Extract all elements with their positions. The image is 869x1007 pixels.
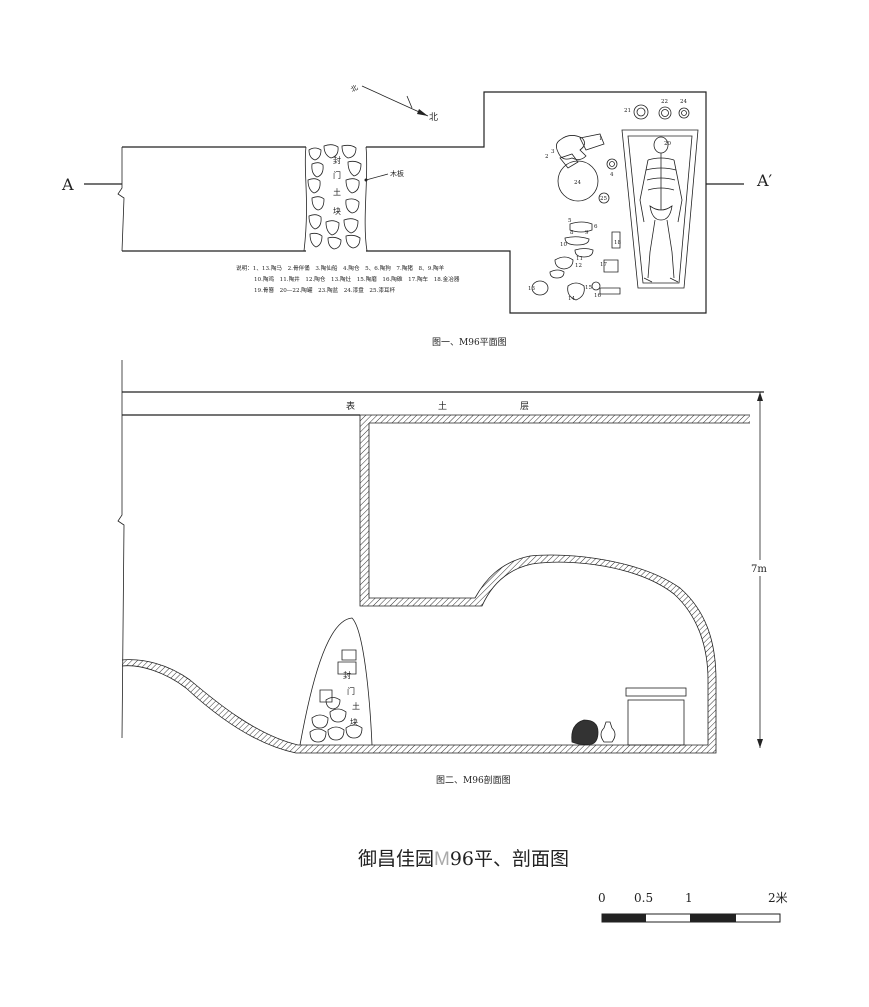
object-number-11: 11 <box>576 256 583 262</box>
section-left-edge <box>117 360 125 739</box>
depth-indicator: 7m <box>748 392 774 748</box>
seal-char-4: 块 <box>333 206 341 216</box>
passage-break <box>117 147 125 252</box>
section-label-a-prime: A′ <box>756 171 773 190</box>
seal-char-2: 门 <box>333 170 341 180</box>
skeleton <box>639 136 683 283</box>
section-seal-char-3: 土 <box>352 701 360 711</box>
title-m: M <box>434 849 450 870</box>
object-number-21: 22 <box>661 99 668 105</box>
object-number-25: 25 <box>600 196 607 202</box>
legend-line-2: 10.陶鸡 11.陶井 12.陶仓 13.陶灶 15.陶磨 16.陶碓 17.陶… <box>254 275 460 283</box>
section-label-a: A <box>61 175 74 194</box>
object-number-10: 10 <box>560 242 567 248</box>
passage-outline <box>122 91 707 314</box>
object-number-14: 14 <box>568 296 575 302</box>
object-number-13: 13 <box>528 286 535 292</box>
scale-bar: 0 0.5 1 2米 <box>598 891 788 923</box>
seal-wall-plan: 封 门 土 块 木板 <box>303 144 404 252</box>
topsoil-char-3: 层 <box>520 401 529 412</box>
seal-char-1: 封 <box>333 155 341 165</box>
tomb-section-outline <box>121 414 750 754</box>
legend-line-1: 说明：1、13.陶马 2.骨伴俑 3.陶仙船 4.陶仓 5、6.陶狗 7.陶猪 … <box>236 264 445 272</box>
tomb-section-hatch <box>122 415 750 753</box>
object-number-19: 20 <box>664 141 671 147</box>
object-number-15: 15 <box>585 285 592 291</box>
north-label-small: 北 <box>349 84 359 94</box>
plan-view: 北 北 A A′ <box>61 84 773 348</box>
topsoil-char-1: 表 <box>346 400 355 412</box>
object-number-6: 6 <box>594 224 598 230</box>
object-number-3: 3 <box>551 149 555 155</box>
topsoil-char-2: 土 <box>438 400 447 412</box>
seal-char-3: 土 <box>333 187 341 197</box>
coffin: 20 <box>621 129 699 289</box>
figure-title: 御昌佳园M96平、剖面图 <box>358 848 569 870</box>
scale-tick-1: 1 <box>685 891 693 905</box>
legend-line-3: 19.骨簪 20—22.陶罐 23.陶盆 24.漆盘 25.漆耳杯 <box>254 286 396 294</box>
svg-text:御昌佳园M96平、剖面图: 御昌佳园M96平、剖面图 <box>358 848 569 870</box>
object-number-4: 4 <box>610 172 614 178</box>
object-number-5: 5 <box>568 218 572 224</box>
north-arrow: 北 北 <box>349 84 438 123</box>
object-number-22: 24 <box>680 99 687 105</box>
section-view: 表 土 层 7m 封 门 土 块 <box>117 360 774 786</box>
depth-label: 7m <box>751 564 767 575</box>
seal-wall-section <box>299 617 373 746</box>
title-suffix: 96平、剖面图 <box>450 848 569 870</box>
plan-caption: 图一、M96平面图 <box>432 337 507 348</box>
object-number-16: 16 <box>594 293 601 299</box>
object-number-17: 17 <box>600 262 607 268</box>
object-number-12: 12 <box>575 263 582 269</box>
scale-tick-05: 0.5 <box>634 891 653 905</box>
section-seal-char-1: 封 <box>343 670 351 680</box>
section-objects <box>571 687 687 746</box>
section-seal-char-2: 门 <box>347 686 355 696</box>
object-number-18: 18 <box>614 240 621 246</box>
object-number-1: 1 <box>599 136 603 142</box>
plan-legend: 说明：1、13.陶马 2.骨伴俑 3.陶仙船 4.陶仓 5、6.陶狗 7.陶猪 … <box>236 264 460 294</box>
jars <box>633 104 690 120</box>
north-label: 北 <box>429 112 438 123</box>
grave-goods <box>531 133 621 301</box>
object-number-24: 24 <box>574 180 581 186</box>
object-number-20: 21 <box>624 108 631 114</box>
section-caption: 图二、M96剖面图 <box>436 774 511 786</box>
object-number-8: 8 <box>570 230 574 236</box>
section-seal-char-4: 块 <box>350 717 358 727</box>
object-number-9: 9 <box>585 230 589 236</box>
board-label: 木板 <box>390 169 404 178</box>
scale-tick-0: 0 <box>598 891 606 905</box>
scale-tick-2: 2米 <box>768 891 788 905</box>
object-number-2: 2 <box>545 154 549 160</box>
title-main: 御昌佳园 <box>358 848 434 870</box>
